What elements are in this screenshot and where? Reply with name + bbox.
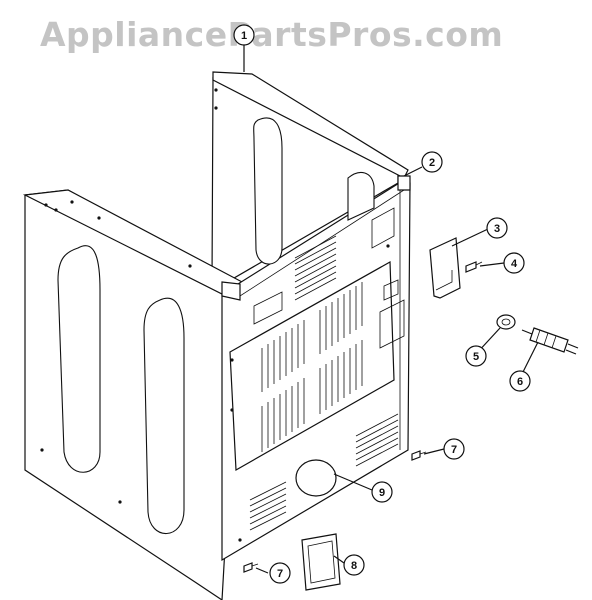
back-panel-louvers-upper [294,235,337,301]
back-panel-label-plate [253,291,283,325]
cover-screw-part [465,261,483,273]
exhaust-cover-plate-part [301,533,341,591]
callout-9: 9 [371,481,393,503]
callout-7-bottom-label: 7 [277,568,283,580]
callout-1: 1 [233,24,255,46]
power-cord-part [521,327,579,355]
inner-panel-oval-opening-left [253,117,283,265]
callout-9-label: 9 [379,487,385,499]
callout-4-label: 4 [511,258,518,270]
cabinet-left-side-panel [24,189,241,600]
watermark-text: AppliancePartsPros.com [40,15,503,54]
inner-panel-oval-opening-right [347,171,375,221]
callout-8-label: 8 [351,560,357,572]
callout-2-label: 2 [429,157,435,169]
callout-5-label: 5 [473,351,479,363]
panel-screw-part-right [411,450,427,461]
vent-grille-slots [261,282,363,452]
cabinet-top-rear-rail [212,71,409,179]
exhaust-opening [295,459,337,497]
callout-8: 8 [343,554,365,576]
panel-screw-part-bottom [243,562,259,573]
callout-2: 2 [421,151,443,173]
callout-1-label: 1 [241,30,247,42]
callout-7-bottom: 7 [269,562,291,584]
back-panel-terminal-opening [371,207,395,249]
callout-3: 3 [486,217,508,239]
cabinet-assembly [22,71,411,600]
callout-3-label: 3 [494,223,500,235]
callout-7-right: 7 [443,438,465,460]
back-panel-access-plate [379,299,405,349]
callout-4: 4 [503,252,525,274]
left-side-oval-opening-front [57,245,101,473]
back-panel-vent-grille [229,260,395,472]
back-panel-louvers-lower-left [249,481,287,531]
terminal-block-cover-part [429,237,461,299]
back-panel-louvers-lower-right [355,413,399,467]
strain-relief-part [496,314,516,330]
left-side-oval-opening-rear [143,297,185,535]
cabinet-mounting-holes [40,88,390,542]
callout-6-label: 6 [517,376,523,388]
callout-6: 6 [509,370,531,392]
callout-5: 5 [465,345,487,367]
callout-7-right-label: 7 [451,444,457,456]
